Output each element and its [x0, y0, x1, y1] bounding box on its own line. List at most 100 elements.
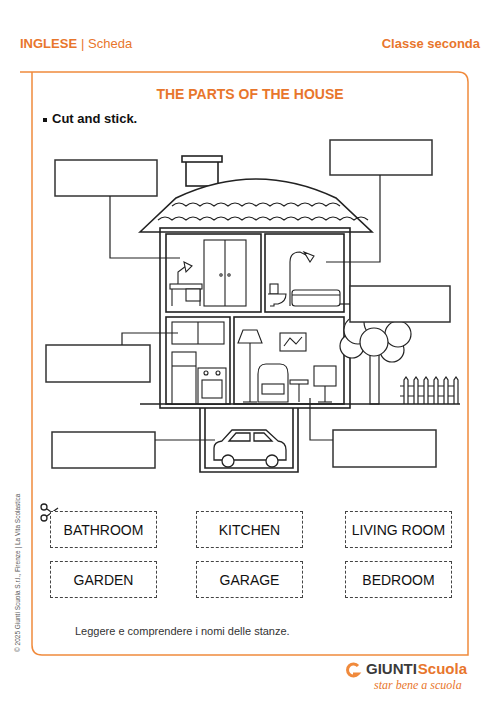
card-word: KITCHEN: [219, 522, 280, 538]
living-room-furniture: [324, 386, 325, 402]
garden-fence: [140, 403, 460, 404]
bedroom-furniture: [204, 240, 246, 306]
word-card: BATHROOM: [50, 511, 157, 548]
instruction-text: Cut and stick.: [52, 112, 137, 127]
word-card: LIVING ROOM: [345, 511, 452, 548]
garden-tree: [385, 321, 411, 347]
living-room-furniture: [318, 401, 332, 402]
empty-answer-box: [46, 345, 150, 382]
garage-car: [254, 433, 272, 441]
garage-car: [266, 455, 278, 467]
sheet-type-label: | Scheda: [81, 37, 132, 52]
roof: [182, 156, 222, 162]
kitchen-furniture: [197, 322, 198, 344]
kitchen-furniture: [198, 368, 226, 404]
bathroom-furniture: [270, 284, 278, 294]
logo-mark: [348, 664, 358, 676]
page-frame: [20, 72, 468, 655]
house-walls: [205, 408, 293, 468]
living-room-furniture: [238, 330, 336, 402]
card-word: BEDROOM: [362, 572, 434, 588]
card-word: GARAGE: [220, 572, 280, 588]
leader-line: [340, 303, 350, 304]
garden-fence: [454, 377, 458, 404]
house-walls: [234, 317, 344, 404]
worksheet-caption: Leggere e comprendere i nomi delle stanz…: [75, 625, 290, 638]
bathroom-furniture: [292, 294, 340, 295]
bathroom-furniture: [268, 294, 286, 306]
kitchen-furniture: [216, 371, 220, 375]
living-room-furniture: [262, 384, 284, 394]
word-card: BEDROOM: [345, 561, 452, 598]
bullet-square: [43, 118, 47, 122]
bedroom-furniture: [186, 289, 200, 301]
bathroom-furniture: [304, 252, 314, 262]
bedroom-furniture: [171, 289, 172, 306]
kitchen-furniture: [172, 322, 226, 404]
leader-line: [122, 333, 178, 345]
garage-car: [222, 455, 234, 467]
leader-line: [326, 175, 380, 262]
living-room-furniture: [280, 333, 306, 351]
leader-line: [155, 439, 215, 440]
word-card: GARAGE: [196, 561, 303, 598]
garage-car: [214, 430, 286, 467]
bathroom-furniture: [268, 252, 340, 306]
page-frame: [20, 72, 468, 655]
living-room-furniture: [258, 364, 288, 402]
logo-word: GIUNTI: [366, 660, 417, 677]
house-walls: [166, 234, 261, 312]
logo-mark: [348, 664, 358, 676]
garden-fence: [434, 377, 438, 404]
house-walls: [265, 234, 344, 312]
word-card: GARDEN: [50, 561, 157, 598]
scissors-icon: [41, 515, 47, 521]
logo-tagline: star bene a scuola: [374, 679, 462, 693]
kitchen-furniture: [172, 352, 196, 404]
bedroom-furniture: [228, 274, 230, 276]
garden-tree: [360, 328, 388, 356]
card-word: LIVING ROOM: [352, 522, 445, 538]
leader-line: [310, 398, 333, 440]
house-walls: [160, 228, 350, 472]
roof: [140, 179, 372, 232]
garden-fence: [140, 377, 460, 404]
garden-tree: [370, 350, 379, 404]
garden-fence: [444, 377, 448, 404]
house-walls: [166, 317, 230, 404]
empty-answer-box: [333, 430, 436, 467]
leader-line: [110, 196, 180, 258]
leader-line: [110, 175, 380, 440]
bedroom-furniture: [224, 240, 225, 306]
kitchen-furniture: [202, 380, 222, 398]
roof: [186, 160, 218, 186]
worksheet-title: THE PARTS OF THE HOUSE: [0, 86, 500, 102]
garage-car: [229, 433, 250, 441]
house-walls: [160, 228, 350, 408]
scissors-icon: [41, 504, 47, 510]
empty-answer-box: [46, 140, 450, 468]
living-room-furniture: [284, 337, 302, 346]
living-room-furniture: [238, 330, 262, 343]
living-room-furniture: [298, 384, 299, 402]
kitchen-furniture: [172, 365, 196, 366]
roof: [158, 217, 368, 220]
bedroom-furniture: [220, 274, 222, 276]
card-word: GARDEN: [74, 572, 134, 588]
living-room-furniture: [243, 401, 257, 402]
kitchen-furniture: [204, 371, 208, 375]
empty-answer-box: [350, 286, 450, 322]
copyright-note: © 2025 Giunti Scuola S.r.l., Firenze | L…: [14, 494, 21, 652]
garden-fence: [414, 377, 418, 404]
bedroom-furniture: [170, 284, 202, 289]
kitchen-furniture: [172, 322, 224, 344]
logo-word: Scuola: [418, 660, 467, 677]
class-label: Classe seconda: [382, 37, 480, 52]
card-word: BATHROOM: [64, 522, 144, 538]
garden-fence: [404, 377, 408, 404]
bathroom-furniture: [292, 290, 340, 306]
empty-answer-box: [330, 140, 432, 175]
subject-label: INGLESE: [20, 37, 77, 52]
